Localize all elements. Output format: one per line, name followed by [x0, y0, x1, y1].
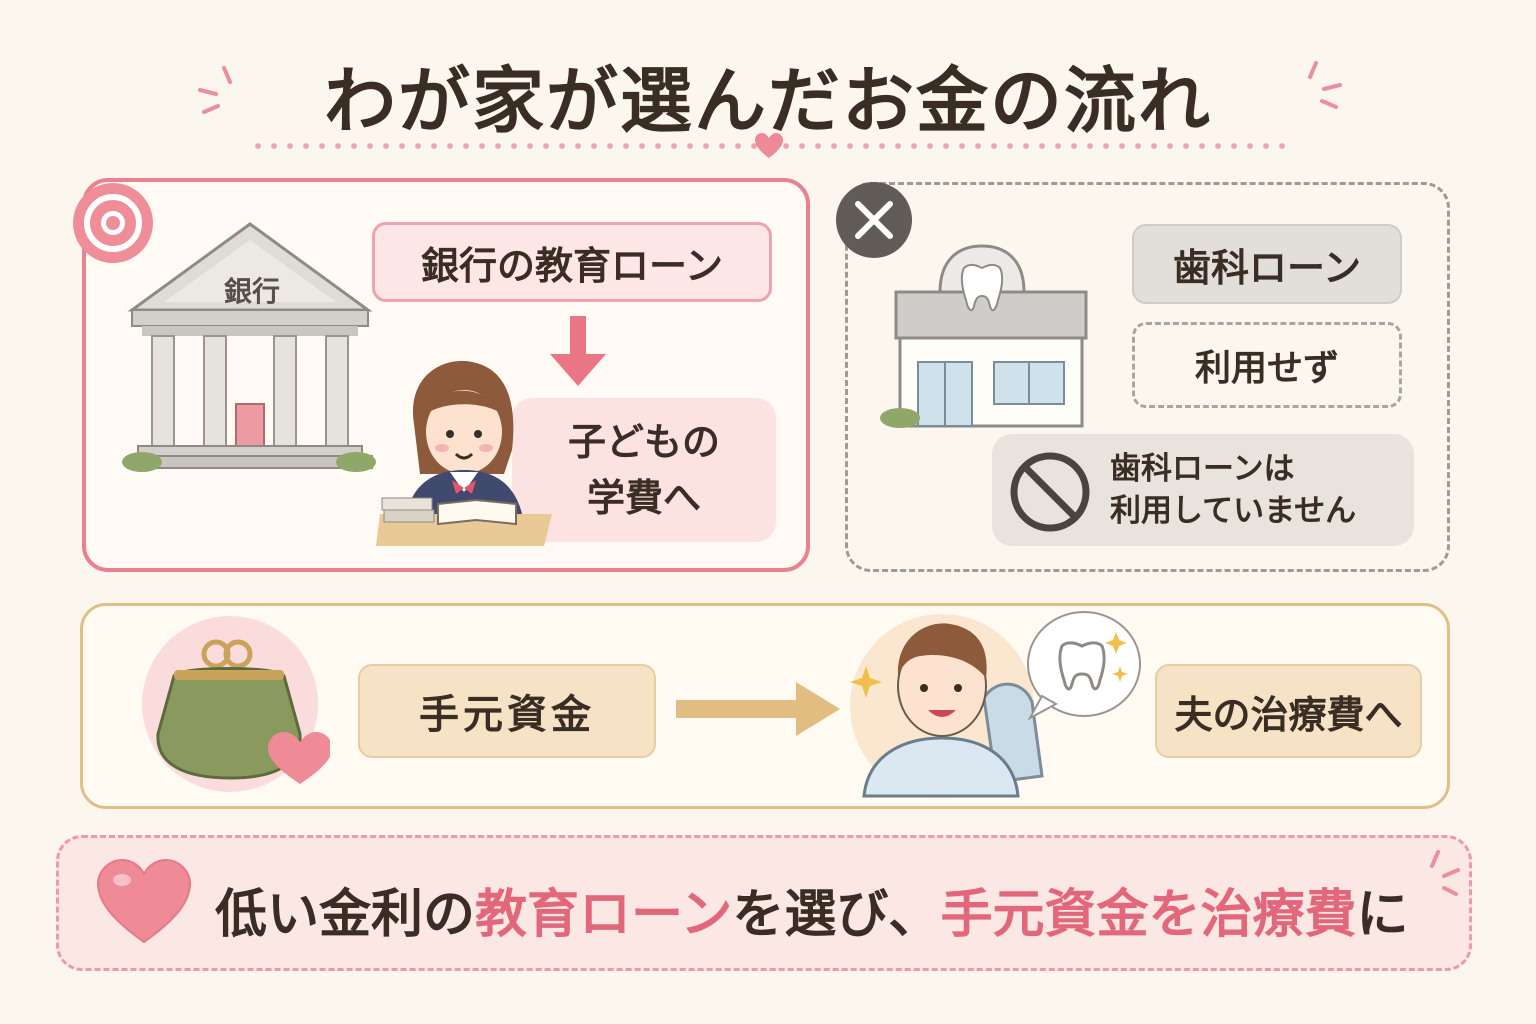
prohibited-icon	[1010, 452, 1090, 532]
dental-notice-text: 歯科ローンは 利用していません	[1110, 448, 1356, 532]
cash-on-hand-label: 手元資金	[358, 664, 656, 758]
husband-dental-patient-illustration	[850, 611, 1141, 798]
bank-building-illustration	[122, 222, 376, 472]
notice-line-2: 利用していません	[1110, 493, 1357, 529]
summary-part-3: を選び、	[732, 885, 941, 945]
dental-clinic-illustration	[880, 244, 1088, 428]
summary-highlight-education-loan: 教育ローン	[475, 885, 733, 945]
student-girl-illustration	[376, 360, 552, 546]
page-title: わが家が選んだお金の流れ	[323, 59, 1212, 143]
notice-line-1: 歯科ローンは	[1110, 451, 1295, 487]
heart-icon	[96, 858, 192, 944]
summary-panel	[56, 835, 1472, 971]
right-arrow-icon	[676, 682, 840, 736]
coin-purse-illustration	[142, 616, 330, 792]
down-arrow-icon	[550, 316, 606, 386]
summary-part-6: に	[1356, 885, 1409, 945]
summary-highlight-cash: 手元資金	[940, 885, 1149, 945]
husband-treatment-label: 夫の治療費へ	[1155, 664, 1422, 758]
summary-message: 低い金利の教育ローンを選び、手元資金を治療費に	[215, 872, 1408, 947]
tuition-line-2: 学費へ	[586, 476, 701, 520]
summary-highlight-treatment: を治療費	[1148, 885, 1357, 945]
dental-loan-label: 歯科ローン	[1132, 224, 1402, 304]
double-circle-icon	[73, 183, 153, 263]
tuition-line-1: 子どもの	[567, 420, 720, 464]
heart-icon	[755, 133, 783, 158]
summary-part-1: 低い金利の	[215, 885, 476, 945]
tuition-destination-label: 子どもの 学費へ	[512, 398, 776, 542]
right-sparkle-decoration	[1308, 61, 1342, 109]
sparkle-decoration	[1430, 850, 1460, 896]
left-sparkle-decoration	[198, 66, 232, 114]
cross-icon	[836, 182, 912, 258]
bank-education-loan-label: 銀行の教育ローン	[372, 222, 772, 302]
bank-sign: 銀行	[223, 275, 280, 308]
not-used-label: 利用せず	[1132, 322, 1402, 408]
